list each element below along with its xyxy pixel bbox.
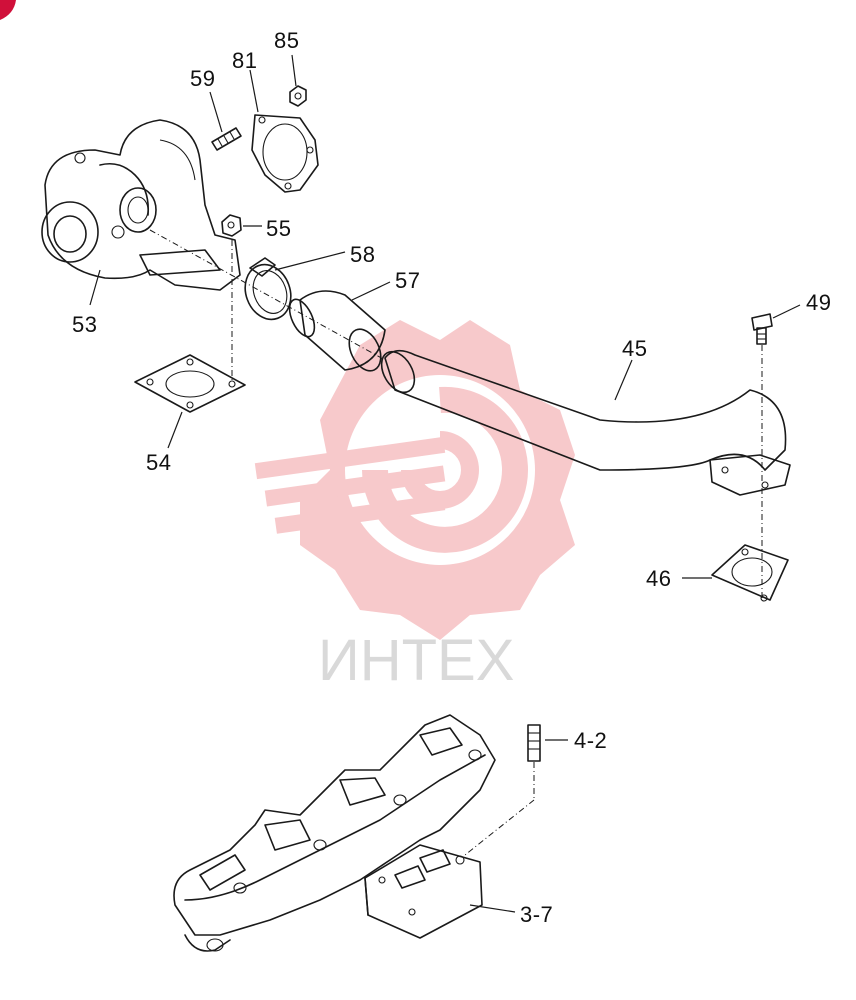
corner-mark <box>0 0 16 20</box>
callout-55: 55 <box>266 216 291 241</box>
watermark-logo: ИНТЕХ <box>254 320 575 693</box>
bolt-49 <box>751 313 773 345</box>
hose-57 <box>288 290 386 372</box>
gasket-81 <box>251 114 319 193</box>
callout-3-7: 3-7 <box>520 902 553 927</box>
stud-4-2 <box>527 724 541 762</box>
callout-81: 81 <box>232 48 257 73</box>
callout-49: 49 <box>806 290 831 315</box>
watermark-text: ИНТЕХ <box>318 628 514 693</box>
callout-59: 59 <box>190 66 215 91</box>
nut-85 <box>289 85 307 107</box>
callout-58: 58 <box>350 242 375 267</box>
callout-53: 53 <box>72 312 97 337</box>
exhaust-manifold <box>173 714 496 952</box>
callout-57: 57 <box>395 268 420 293</box>
gasket-54 <box>134 354 246 413</box>
exhaust-pipe-45 <box>380 349 791 496</box>
callout-45: 45 <box>622 336 647 361</box>
turbocharger <box>41 119 241 291</box>
stud-59 <box>211 127 242 151</box>
callout-4-2: 4-2 <box>574 728 607 753</box>
callout-85: 85 <box>274 28 299 53</box>
gasket-46 <box>711 544 789 602</box>
clamp-58 <box>244 251 346 321</box>
nut-55 <box>221 214 242 237</box>
callout-46: 46 <box>646 566 671 591</box>
callout-54: 54 <box>146 450 171 475</box>
